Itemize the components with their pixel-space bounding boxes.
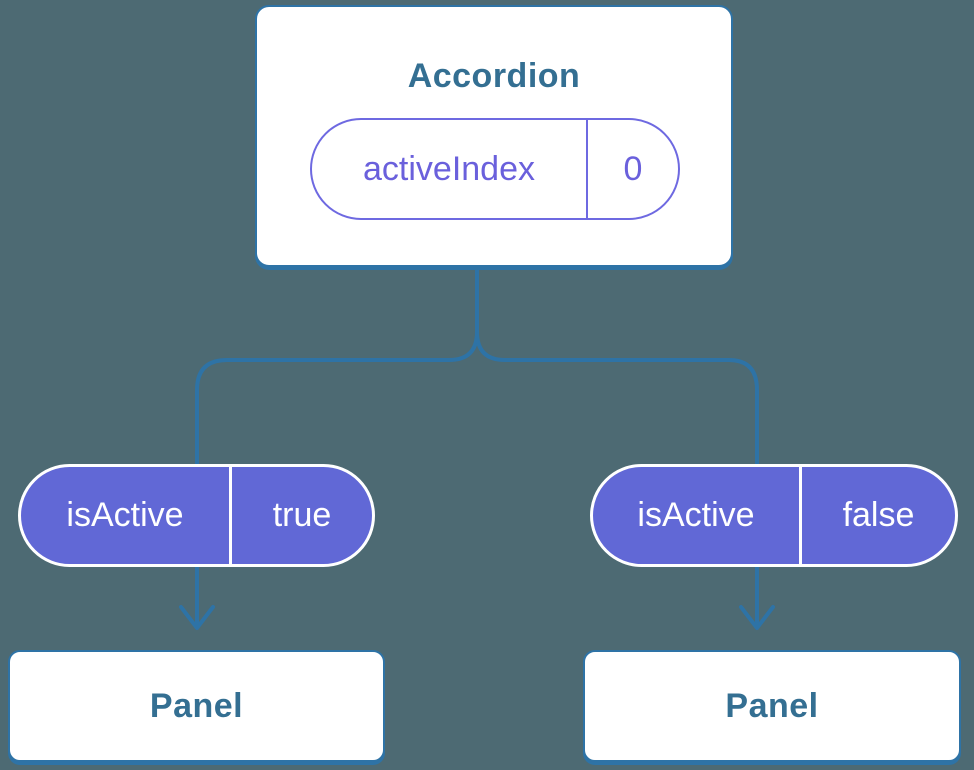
state-name: activeIndex [363,149,535,188]
prop-name: isActive [637,496,755,534]
prop-name: isActive [66,496,184,534]
connector-right-branch [475,265,759,626]
panel-component-card-right: Panel [583,650,961,762]
is-active-prop-pill-right: isActive false [590,464,958,567]
accordion-component-card: Accordion activeIndex 0 [255,5,733,267]
active-index-state-pill: activeIndex 0 [310,118,680,220]
prop-value: true [272,496,332,534]
panel-title: Panel [725,686,819,725]
prop-value: false [842,496,915,534]
panel-title: Panel [149,686,244,725]
is-active-prop-pill-left: isActive true [18,464,375,567]
left-arrow-down-icon [179,605,215,630]
right-arrow-down-icon [739,605,775,630]
state-value: 0 [623,149,643,188]
connector-left-branch [195,265,479,626]
panel-component-card-left: Panel [8,650,385,762]
pill-divider [229,467,232,564]
pill-divider [799,467,802,564]
accordion-title: Accordion [407,57,581,95]
pill-divider [586,120,588,218]
